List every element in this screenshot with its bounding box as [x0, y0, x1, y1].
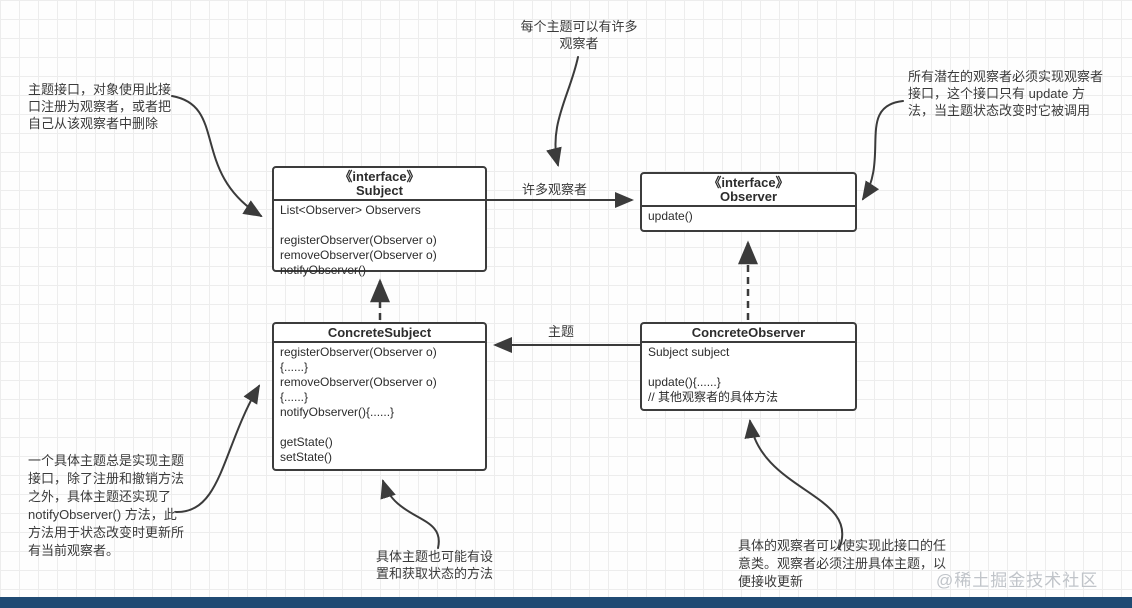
class-member	[648, 360, 849, 375]
class-member: // 其他观察者的具体方法	[648, 390, 779, 404]
class-member	[280, 420, 479, 435]
class-box-subject: 《interface》 Subject List<Observer> Obser…	[272, 166, 487, 277]
class-member: List<Observer> Observers	[280, 203, 421, 217]
class-box-concrete-subject: ConcreteSubject registerObserver(Observe…	[272, 322, 487, 471]
class-member: removeObserver(Observer o)	[280, 375, 437, 389]
class-member: notifyObserver()	[280, 263, 367, 277]
class-member: setState()	[280, 450, 333, 464]
class-name: ConcreteObserver	[691, 325, 806, 340]
class-header-subject: 《interface》 Subject	[274, 168, 485, 201]
class-member	[280, 218, 479, 233]
annotation-top-left: 主题接口，对象使用此接 口注册为观察者，或者把 自己从该观察者中删除	[28, 82, 172, 131]
class-header-concrete-subject: ConcreteSubject	[274, 324, 485, 343]
class-body-concrete-subject: registerObserver(Observer o) {......} re…	[274, 343, 485, 467]
class-name: Observer	[719, 189, 778, 204]
arrow-note-top-left	[171, 95, 263, 218]
arrow-note-top	[546, 56, 579, 167]
class-member: removeObserver(Observer o)	[280, 248, 437, 262]
annotation-top-right: 所有潜在的观察者必须实现观察者 接口，这个接口只有 update 方 法，当主题…	[908, 69, 1104, 118]
edge-label-many-observers: 许多观察者	[522, 182, 588, 197]
class-name: Subject	[356, 183, 403, 198]
annotation-top: 每个主题可以有许多 观察者	[520, 19, 638, 51]
arrow-note-bottom-right	[744, 419, 844, 550]
class-member: {......}	[280, 360, 309, 374]
annotation-bottom-middle: 具体主题也可能有设 置和获取状态的方法	[376, 549, 494, 581]
class-header-observer: 《interface》 Observer	[642, 174, 855, 207]
class-member: Subject subject	[648, 345, 730, 359]
class-header-concrete-observer: ConcreteObserver	[642, 324, 855, 343]
class-body-observer: update()	[642, 207, 855, 226]
annotation-bottom-right: 具体的观察者可以使实现此接口的任 意类。观察者必须注册具体主题，以 便接收更新	[738, 538, 947, 589]
class-stereotype: 《interface》	[708, 175, 789, 190]
class-box-concrete-observer: ConcreteObserver Subject subject update(…	[640, 322, 857, 411]
class-member: registerObserver(Observer o)	[280, 233, 437, 247]
arrow-note-top-right	[861, 100, 904, 201]
class-box-observer: 《interface》 Observer update()	[640, 172, 857, 232]
watermark: @稀土掘金技术社区	[936, 571, 1099, 590]
footer-bar	[0, 597, 1132, 608]
class-name: ConcreteSubject	[327, 325, 432, 340]
class-member: update()	[648, 209, 693, 223]
arrow-note-bottom-left	[175, 384, 261, 514]
class-body-concrete-observer: Subject subject update(){......} // 其他观察…	[642, 343, 855, 407]
class-body-subject: List<Observer> Observers registerObserve…	[274, 201, 485, 280]
class-member: update(){......}	[648, 375, 721, 389]
arrow-note-bottom-middle	[380, 479, 440, 549]
annotation-bottom-left: 一个具体主题总是实现主题 接口，除了注册和撤销方法 之外，具体主题还实现了 no…	[28, 453, 185, 558]
class-stereotype: 《interface》	[339, 169, 420, 184]
class-member: {......}	[280, 390, 309, 404]
class-member: notifyObserver(){......}	[280, 405, 395, 419]
edge-label-subject: 主题	[548, 324, 575, 339]
class-member: getState()	[280, 435, 333, 449]
class-member: registerObserver(Observer o)	[280, 345, 437, 359]
